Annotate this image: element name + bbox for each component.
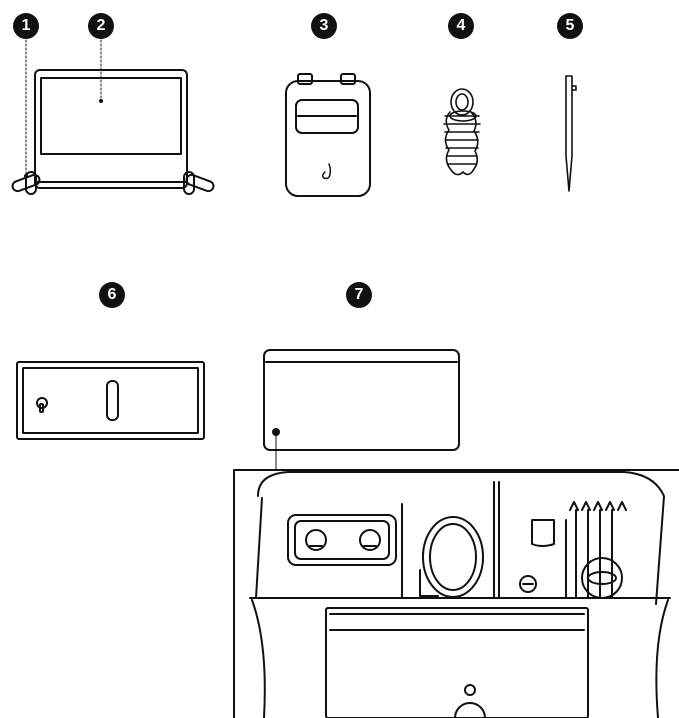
leader-dot-2 — [99, 99, 103, 103]
coiled-rope-icon — [444, 89, 480, 175]
adapter-box-icon — [286, 74, 370, 196]
ground-stake-icon — [566, 76, 576, 191]
control-panel-icon — [17, 362, 204, 439]
storage-bag-icon — [234, 350, 679, 718]
leader-dot-1 — [24, 174, 28, 178]
panel-frame-icon — [11, 70, 215, 194]
